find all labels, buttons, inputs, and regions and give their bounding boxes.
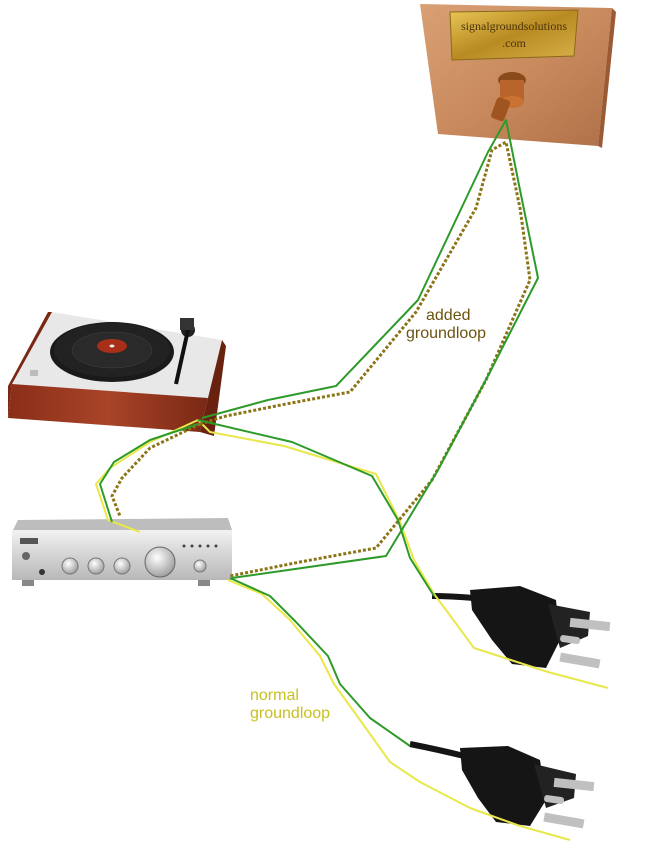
- added-groundloop-label: added groundloop: [406, 307, 486, 342]
- added-label-line2: groundloop: [406, 325, 486, 342]
- knob-small-2: [87, 557, 105, 575]
- plate-text-line2: .com: [502, 36, 526, 50]
- yellow-wire-normal-loop: [95, 419, 199, 533]
- added-label-line1: added: [426, 307, 471, 324]
- plate-text-line1: signalgroundsolutions: [461, 19, 567, 33]
- green-wire-added-loop: [201, 119, 539, 579]
- green-wire-normal-loop: [229, 577, 411, 747]
- normal-groundloop-label: normal groundloop: [250, 687, 330, 722]
- ground-box-icon: signalgroundsolutions .com: [420, 4, 616, 148]
- green-wire-normal-loop: [99, 423, 199, 523]
- normal-label-line2: groundloop: [250, 705, 330, 722]
- yellow-wire-normal-loop: [227, 579, 571, 841]
- amplifier-icon: [12, 518, 232, 586]
- tonearm: [174, 318, 195, 385]
- green-wire-normal-loop: [197, 419, 435, 597]
- binding-post-icon: [491, 72, 526, 122]
- normal-label-line1: normal: [250, 687, 299, 704]
- knob-small-3: [113, 557, 131, 575]
- yellow-wire-normal-loop: [197, 419, 609, 689]
- wire-loops: [95, 119, 609, 841]
- volume-knob: [144, 546, 176, 578]
- brass-plate: [449, 9, 579, 61]
- power-plug-icon: [409, 741, 595, 829]
- olive-dotted-added-loop: [110, 422, 201, 517]
- turntable-icon: [8, 312, 226, 436]
- knob-small-1: [61, 557, 79, 575]
- olive-dotted-added-loop: [199, 140, 532, 578]
- power-plug-icon: [431, 586, 611, 669]
